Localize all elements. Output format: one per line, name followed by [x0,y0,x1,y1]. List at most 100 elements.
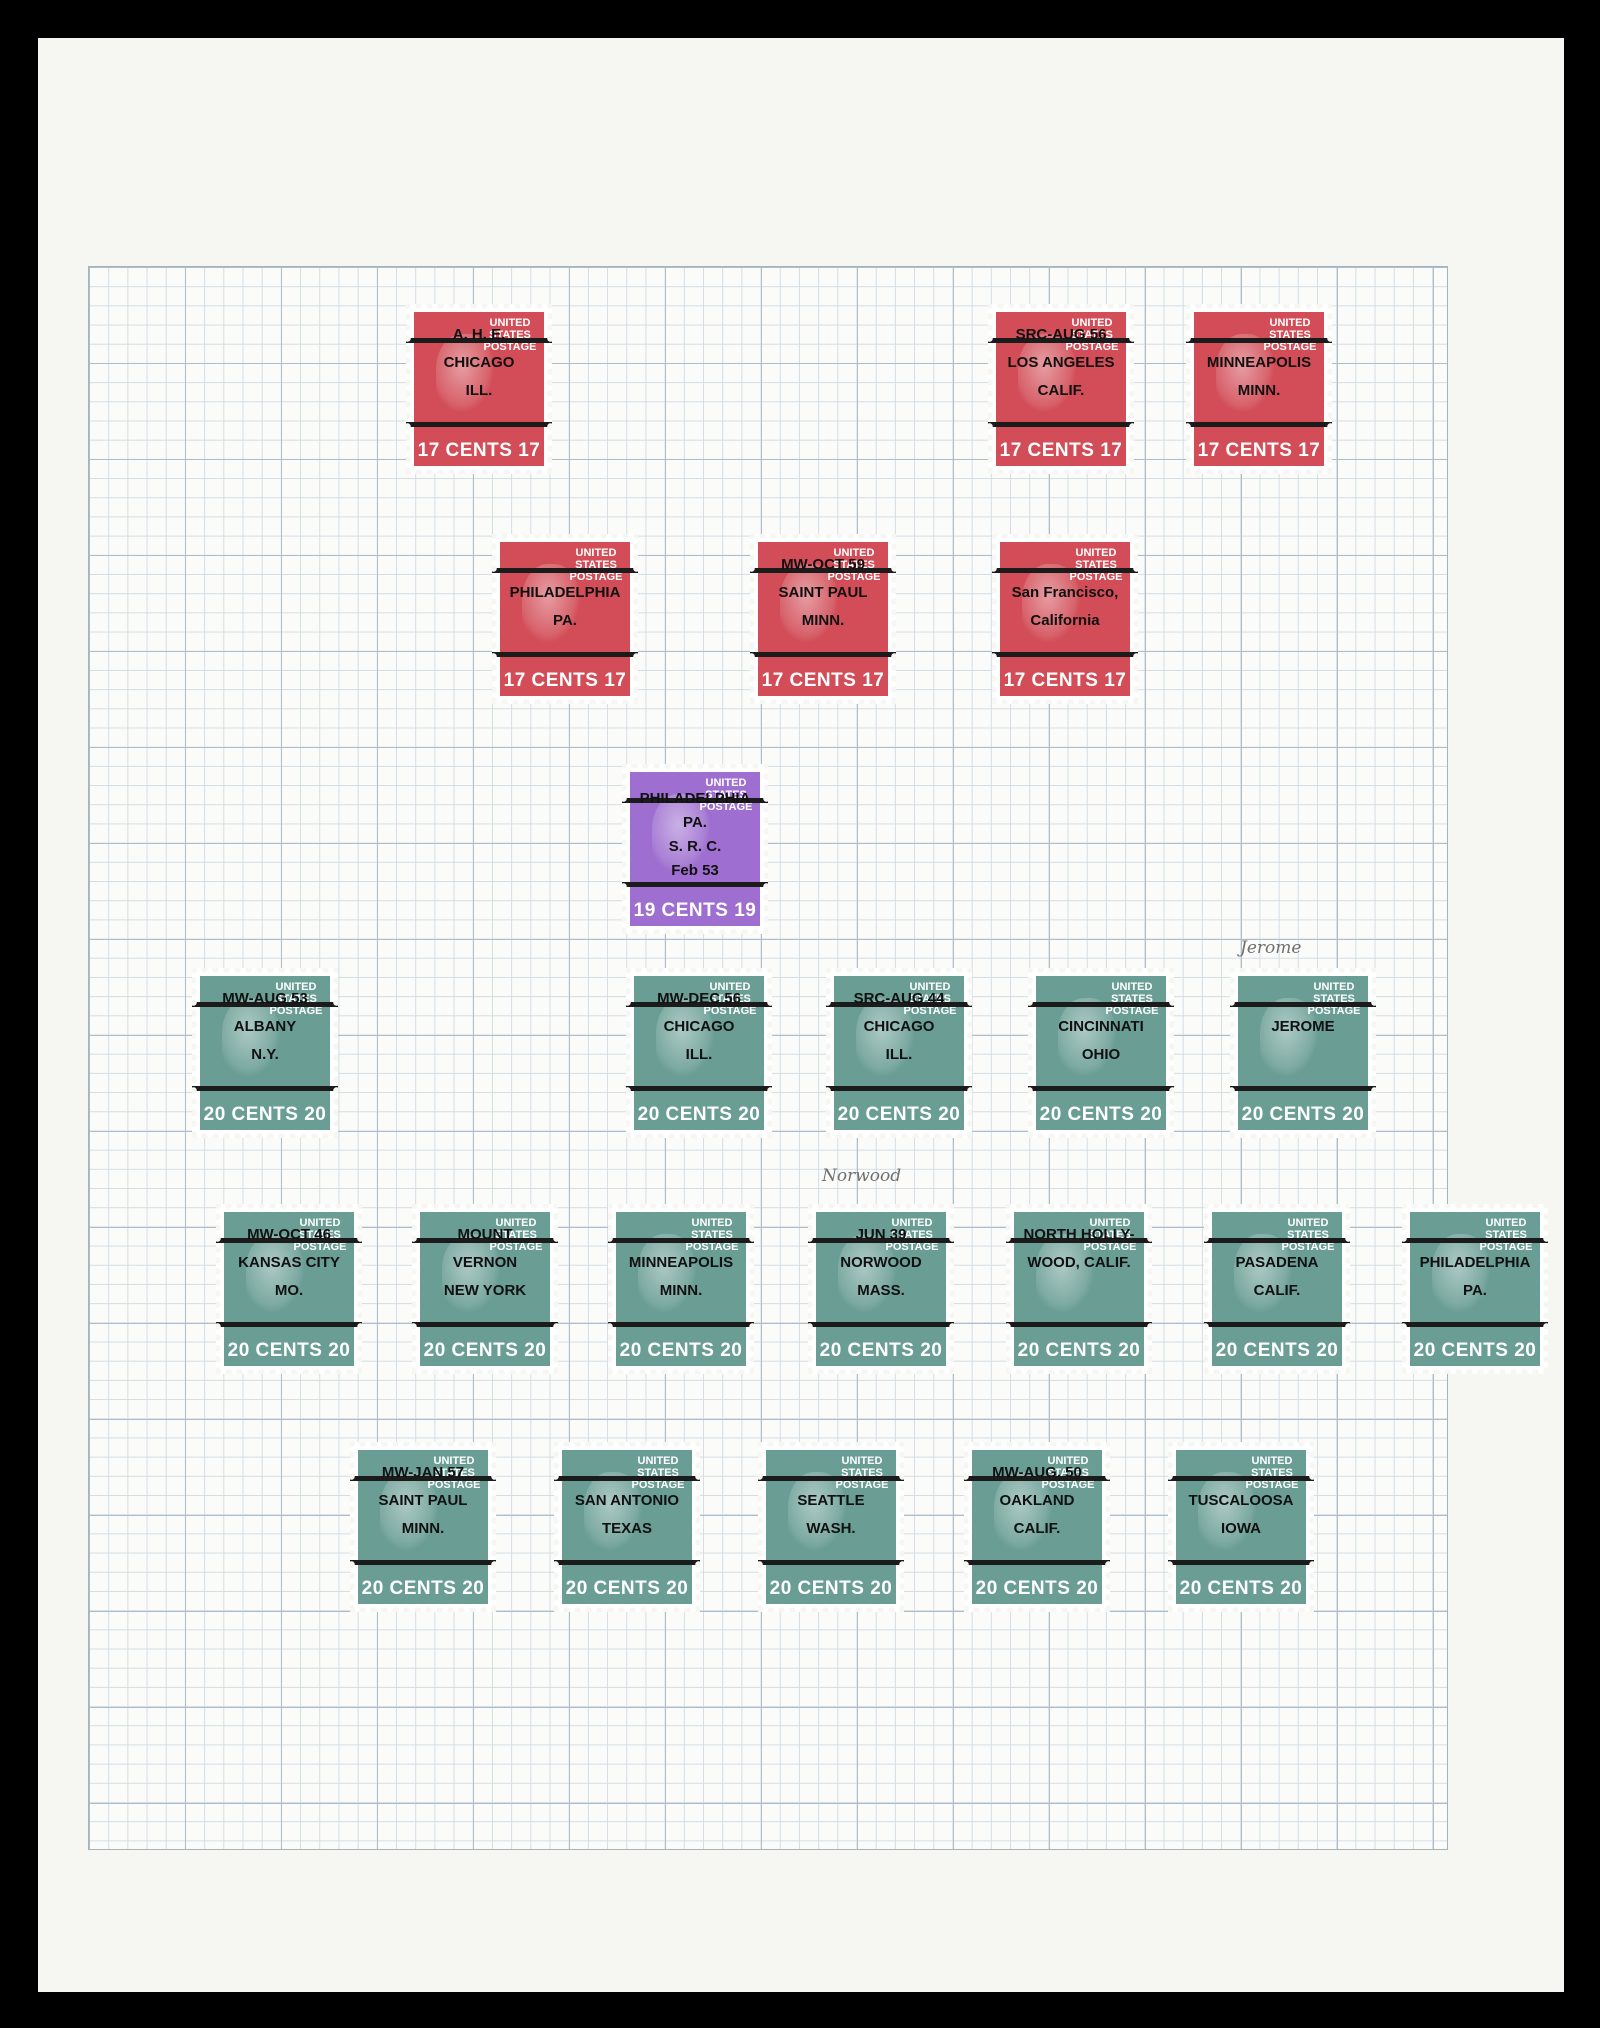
precancel-bar [758,1476,904,1481]
denomination: 20 CENTS 20 [769,1578,893,1599]
denomination: 17 CENTS 17 [1197,440,1321,461]
overprint-line: PHILADELPHIA [1419,1254,1531,1271]
overprint-line: CHICAGO [863,1018,935,1035]
precancel-bar [750,652,896,657]
precancel-bar [216,1238,362,1243]
precancel-bar [826,1086,972,1091]
precancel-bar [626,1086,772,1091]
precancel-bar [1006,1238,1152,1243]
precancel-bar [1006,1322,1152,1327]
overprint-line: MW-AUG 53 [222,990,308,1007]
overprint-line: TUSCALOOSA [1188,1492,1294,1509]
overprint-line: MOUNT [457,1226,513,1243]
denomination: 17 CENTS 17 [503,670,627,691]
precancel-bar [1028,1086,1174,1091]
overprint-line: KANSAS CITY [238,1254,340,1271]
precancel-bar [350,1476,496,1481]
overprint-line: SRC-AUG 56 [1015,326,1107,343]
precancel-bar [758,1560,904,1565]
overprint-line: VERNON [452,1254,518,1271]
precancel-bar [192,1086,338,1091]
precancel-bar [622,882,768,887]
overprint-line: IOWA [1221,1520,1261,1537]
overprint-line: N.Y. [251,1046,279,1063]
overprint-line: ILL. [685,1046,713,1063]
overprint-line: MW-AUG. 50 [992,1464,1082,1481]
overprint-line: MW-JAN 57 [381,1464,465,1481]
stamp-design: UNITED STATES POSTAGE 17 CENTS 17 [1194,312,1324,466]
portrait [246,1234,304,1312]
precancel-bar [1204,1238,1350,1243]
denomination: 20 CENTS 20 [203,1104,327,1125]
stamp-face-text: UNITED STATES POSTAGE [1245,1455,1299,1491]
overprint-line: CALIF. [1037,382,1085,399]
denomination: 20 CENTS 20 [1241,1104,1365,1125]
portrait [656,998,714,1076]
precancel-bar [808,1322,954,1327]
stamp-face-text: UNITED STATES POSTAGE [1069,547,1123,583]
portrait [1036,1234,1094,1312]
portrait [1432,1234,1490,1312]
denomination: 17 CENTS 17 [999,440,1123,461]
portrait [584,1472,642,1550]
stamp-face-text: UNITED STATES POSTAGE [835,1455,889,1491]
portrait [838,1234,896,1312]
portrait [780,564,838,642]
portrait [1018,334,1076,412]
stamp-face-text: UNITED STATES POSTAGE [1281,1217,1335,1253]
stamp-face-text: UNITED STATES POSTAGE [631,1455,685,1491]
overprint-line: NORTH HOLLY- [1023,1226,1135,1243]
pencil-note-norwood: Norwood [822,1166,902,1186]
denomination: 20 CENTS 20 [361,1578,485,1599]
portrait [1198,1472,1256,1550]
portrait [1058,998,1116,1076]
precancel-bar [750,568,896,573]
pencil-note-jerome: Jerome [1240,938,1302,958]
denomination: 20 CENTS 20 [1179,1578,1303,1599]
portrait [652,794,710,872]
overprint-line: MINN. [401,1520,445,1537]
precancel-bar [406,338,552,343]
portrait [522,564,580,642]
portrait [1216,334,1274,412]
denomination: 20 CENTS 20 [565,1578,689,1599]
overprint-line: LOS ANGELES [1007,354,1115,371]
overprint-line: MINN. [1237,382,1281,399]
overprint-line: PA. [683,814,707,831]
precancel-bar [1230,1002,1376,1007]
overprint-line: JEROME [1271,1018,1335,1035]
denomination: 17 CENTS 17 [1003,670,1127,691]
denomination: 20 CENTS 20 [619,1340,743,1361]
overprint-line: MINNEAPOLIS [1206,354,1312,371]
denomination: 20 CENTS 20 [423,1340,547,1361]
denomination: 20 CENTS 20 [819,1340,943,1361]
precancel-bar [1186,338,1332,343]
overprint-line: SAN ANTONIO [574,1492,680,1509]
stamp-face-text: UNITED STATES POSTAGE [1263,317,1317,353]
denomination: 19 CENTS 19 [633,900,757,921]
portrait [1260,998,1318,1076]
denomination: 20 CENTS 20 [227,1340,351,1361]
denomination: 20 CENTS 20 [1039,1104,1163,1125]
precancel-bar [992,568,1138,573]
denomination: 20 CENTS 20 [975,1578,1099,1599]
